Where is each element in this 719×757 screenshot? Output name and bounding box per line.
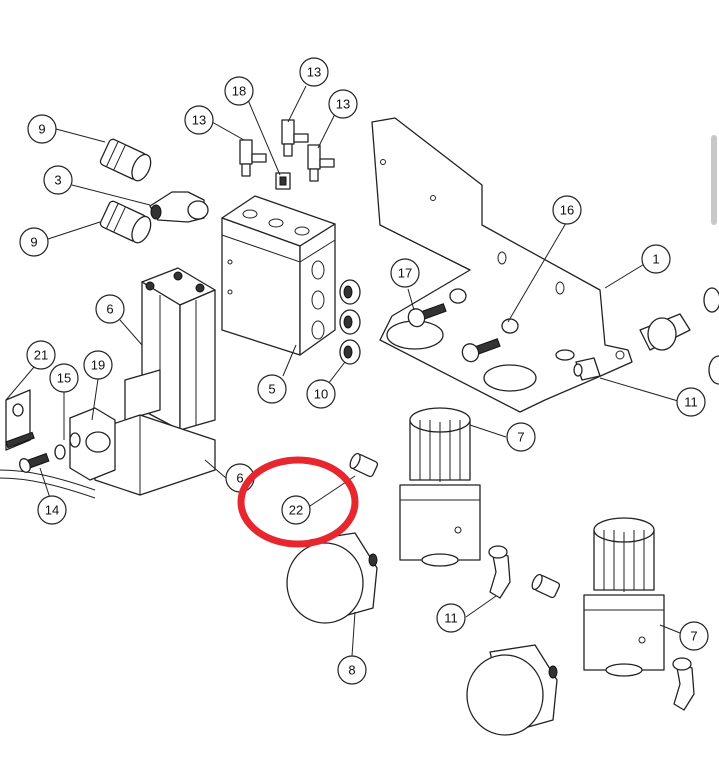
callout-balloon: 9 [19, 227, 49, 257]
callout-balloon: 14 [37, 495, 67, 525]
svg-text:21: 21 [34, 348, 48, 363]
callout-balloon: 21 [26, 340, 56, 370]
side-fitting [639, 287, 719, 385]
elbow-fittings [488, 357, 695, 711]
svg-text:1: 1 [652, 252, 659, 267]
svg-text:6: 6 [106, 302, 113, 317]
small-couplings [349, 452, 561, 599]
callout-balloon: 17 [390, 258, 420, 288]
svg-text:15: 15 [57, 371, 71, 386]
svg-text:13: 13 [307, 65, 321, 80]
callout-balloon: 11 [676, 387, 706, 417]
svg-text:10: 10 [314, 387, 328, 402]
callout-balloon: 13 [184, 105, 214, 135]
valve-body [94, 267, 216, 496]
leader-lines [5, 85, 681, 657]
callout-balloon: 10 [306, 379, 336, 409]
svg-text:11: 11 [684, 395, 698, 410]
plug-fittings [339, 279, 361, 365]
callout-balloon: 3 [43, 165, 73, 195]
svg-text:14: 14 [45, 503, 59, 518]
callout-balloon: 7 [679, 621, 709, 651]
callout-balloon: 6 [95, 294, 125, 324]
pressure-gauges [286, 532, 558, 736]
svg-text:19: 19 [91, 358, 105, 373]
callout-balloon: 8 [337, 655, 367, 685]
svg-text:9: 9 [38, 122, 45, 137]
svg-text:11: 11 [444, 611, 458, 626]
svg-text:5: 5 [268, 382, 275, 397]
pressure-regulators [399, 407, 665, 677]
svg-text:16: 16 [560, 203, 574, 218]
svg-text:7: 7 [517, 430, 524, 445]
push-in-fittings [239, 119, 335, 190]
bracket-screws [407, 288, 519, 363]
svg-text:17: 17 [398, 266, 412, 281]
callout-balloon-highlighted: 22 [281, 495, 311, 525]
callout-balloon: 16 [552, 195, 582, 225]
svg-text:8: 8 [348, 663, 355, 678]
red-highlight-circle [237, 456, 359, 548]
callout-balloon: 5 [257, 374, 287, 404]
svg-text:3: 3 [54, 173, 61, 188]
callout-balloon: 13 [299, 57, 329, 87]
callout-balloon: 11 [436, 603, 466, 633]
svg-text:13: 13 [336, 97, 350, 112]
callout-balloon: 9 [27, 114, 57, 144]
svg-text:22: 22 [289, 503, 303, 518]
manifold-block [221, 195, 336, 356]
mounting-bracket [371, 117, 633, 413]
callout-balloon: 7 [506, 422, 536, 452]
callout-balloon: 18 [224, 76, 254, 106]
svg-text:6: 6 [236, 471, 243, 486]
silencers [99, 138, 209, 244]
callout-balloon: 1 [641, 244, 671, 274]
scrollbar[interactable] [711, 135, 717, 225]
svg-text:18: 18 [232, 84, 246, 99]
callout-balloon: 13 [328, 89, 358, 119]
callout-balloon: 19 [83, 350, 113, 380]
callout-balloon: 15 [49, 363, 79, 393]
svg-text:7: 7 [690, 629, 697, 644]
svg-text:9: 9 [30, 235, 37, 250]
solenoid-assembly [0, 389, 116, 499]
svg-text:13: 13 [192, 113, 206, 128]
